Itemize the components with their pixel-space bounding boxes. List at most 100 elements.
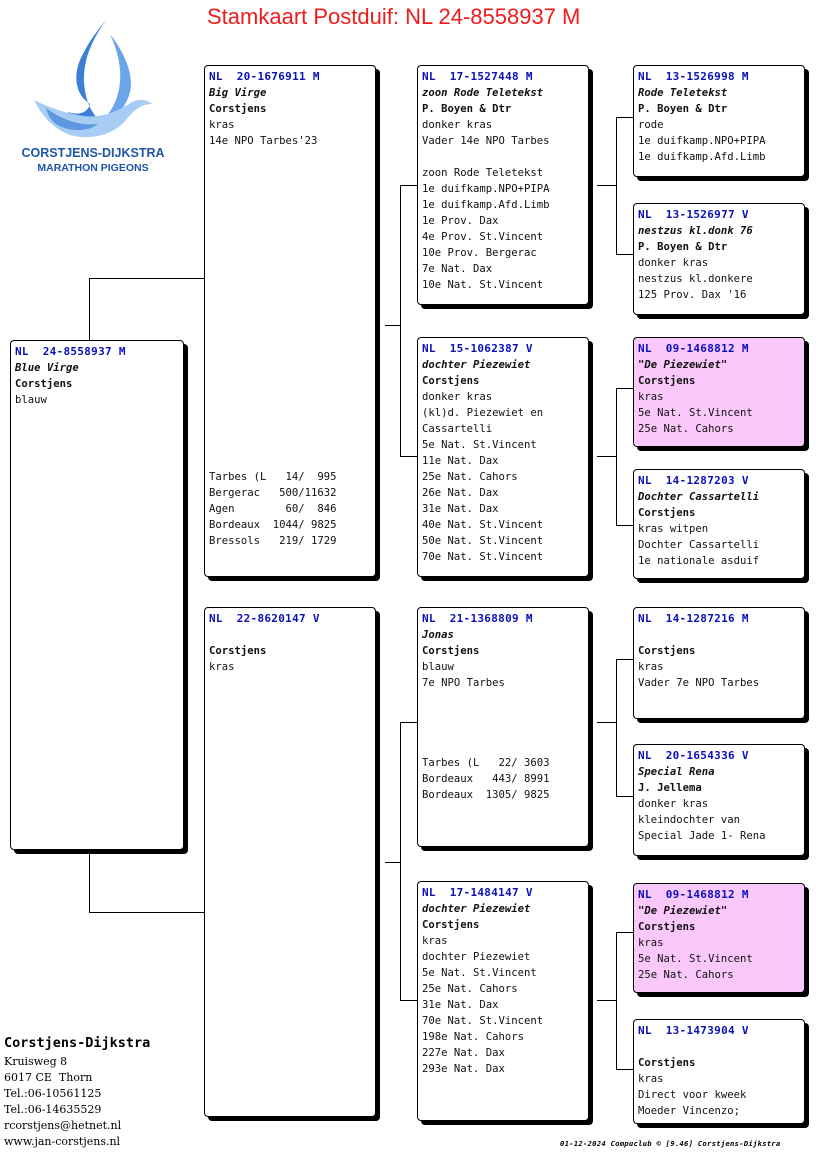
connector-mother-stub bbox=[385, 862, 401, 863]
ring-number: NL 17-1484147 V bbox=[422, 886, 533, 899]
info-line: Dochter Cassartelli bbox=[638, 539, 760, 551]
connector-father-trunk bbox=[400, 185, 401, 456]
result-line: Tarbes (L 22/ 3603 bbox=[422, 757, 550, 769]
connector-ff bbox=[400, 185, 417, 186]
info-line: donker kras bbox=[638, 257, 709, 269]
info-line: kras bbox=[638, 937, 664, 949]
info-line: 1e duifkamp.NPO+PIPA bbox=[422, 183, 550, 195]
info-line: 1e nationale asduif bbox=[638, 555, 760, 567]
info-line: Moeder Vincenzo; bbox=[638, 1105, 741, 1117]
info-line: 10e Prov. Bergerac bbox=[422, 247, 537, 259]
connector-mm bbox=[400, 1000, 417, 1001]
pigeon-card-fm[interactable]: NL 15-1062387 V dochter Piezewiet Corstj… bbox=[417, 337, 589, 577]
info-line: 4e Prov. St.Vincent bbox=[422, 231, 544, 243]
result-line: Tarbes (L 14/ 995 bbox=[209, 471, 337, 483]
result-line: Bressols 219/ 1729 bbox=[209, 535, 337, 547]
pigeon-card-ff[interactable]: NL 17-1527448 M zoon Rode Teletekst P. B… bbox=[417, 65, 589, 305]
info-line: 25e Nat. Cahors bbox=[422, 471, 518, 483]
info-line: zoon Rode Teletekst bbox=[422, 167, 544, 179]
info-line: 25e Nat. Cahors bbox=[638, 969, 734, 981]
pigeon-card-fff[interactable]: NL 13-1526998 M Rode Teletekst P. Boyen … bbox=[633, 65, 805, 177]
owner-name: Corstjens-Dijkstra bbox=[4, 1035, 151, 1051]
info-line: kras bbox=[638, 1073, 664, 1085]
breeder-name: Corstjens bbox=[638, 375, 696, 387]
pigeon-name: Dochter Cassartelli bbox=[638, 491, 760, 503]
connector-father-stub bbox=[385, 325, 401, 326]
breeder-name: Corstjens bbox=[209, 103, 267, 115]
pigeon-name: Special Rena bbox=[638, 766, 715, 778]
breeder-name: Corstjens bbox=[422, 375, 480, 387]
pigeon-card-mother[interactable]: NL 22-8620147 V Corstjens kras bbox=[204, 607, 376, 1117]
logo: CORSTJENS-DIJKSTRA MARATHON PIGEONS bbox=[8, 16, 178, 176]
connector-mother-trunk bbox=[400, 722, 401, 1000]
pigeon-card-fmm[interactable]: NL 14-1287203 V Dochter Cassartelli Cors… bbox=[633, 469, 805, 579]
breeder-name: P. Boyen & Dtr bbox=[422, 103, 512, 115]
owner-email[interactable]: rcorstjens@hetnet.nl bbox=[4, 1119, 122, 1132]
pigeon-card-fmf[interactable]: NL 09-1468812 M "De Piezewiet" Corstjens… bbox=[633, 337, 805, 447]
pigeon-card-mmm[interactable]: NL 13-1473904 V Corstjens kras Direct vo… bbox=[633, 1019, 805, 1124]
connector-fmf bbox=[616, 388, 633, 389]
connector-to-father bbox=[89, 278, 204, 279]
pigeon-name: Blue Virge bbox=[15, 362, 79, 374]
ring-number: NL 17-1527448 M bbox=[422, 70, 533, 83]
ring-number: NL 13-1473904 V bbox=[638, 1024, 749, 1037]
breeder-name: Corstjens bbox=[638, 921, 696, 933]
info-line: 5e Nat. St.Vincent bbox=[638, 953, 753, 965]
pigeon-card-mmf[interactable]: NL 09-1468812 M "De Piezewiet" Corstjens… bbox=[633, 883, 805, 993]
results-block: Tarbes (L 22/ 3603 Bordeaux 443/ 8991 Bo… bbox=[422, 755, 550, 803]
ring-number: NL 15-1062387 V bbox=[422, 342, 533, 355]
info-line: 31e Nat. Dax bbox=[422, 503, 499, 515]
connector-fm bbox=[400, 456, 417, 457]
info-line: 125 Prov. Dax '16 bbox=[638, 289, 747, 301]
pigeon-card-mf[interactable]: NL 21-1368809 M Jonas Corstjens blauw 7e… bbox=[417, 607, 589, 847]
info-line: 1e duifkamp.NPO+PIPA bbox=[638, 135, 766, 147]
logo-subtitle: MARATHON PIGEONS bbox=[37, 162, 149, 174]
ring-number: NL 09-1468812 M bbox=[638, 342, 749, 355]
info-line: kras witpen bbox=[638, 523, 709, 535]
results-block: Tarbes (L 14/ 995 Bergerac 500/11632 Age… bbox=[209, 469, 337, 549]
pigeon-card-father[interactable]: NL 20-1676911 M Big Virge Corstjens kras… bbox=[204, 65, 376, 577]
pigeon-name bbox=[209, 627, 371, 643]
connector-mf bbox=[400, 722, 417, 723]
info-line: kras bbox=[638, 661, 664, 673]
owner-website[interactable]: www.jan-corstjens.nl bbox=[4, 1135, 121, 1148]
breeder-name: J. Jellema bbox=[638, 782, 702, 794]
logo-name: CORSTJENS-DIJKSTRA bbox=[21, 146, 165, 160]
ring-number: NL 24-8558937 M bbox=[15, 345, 126, 358]
info-line: kleindochter van bbox=[638, 814, 741, 826]
result-line: Bordeaux 443/ 8991 bbox=[422, 773, 550, 785]
info-line: 50e Nat. St.Vincent bbox=[422, 535, 544, 547]
ring-number: NL 13-1526998 M bbox=[638, 70, 749, 83]
connector-mmm bbox=[616, 1069, 633, 1070]
pigeon-card-mff[interactable]: NL 14-1287216 M Corstjens kras Vader 7e … bbox=[633, 607, 805, 719]
pigeon-name: Big Virge bbox=[209, 87, 267, 99]
info-line: 293e Nat. Dax bbox=[422, 1063, 505, 1075]
owner-address: Kruisweg 8 bbox=[4, 1055, 68, 1068]
dove-flame-logo-icon bbox=[34, 20, 152, 138]
info-line: 11e Nat. Dax bbox=[422, 455, 499, 467]
pigeon-name: "De Piezewiet" bbox=[638, 359, 728, 371]
connector-ffm bbox=[616, 254, 633, 255]
breeder-name: Corstjens bbox=[422, 645, 480, 657]
info-line: 7e Nat. Dax bbox=[422, 263, 493, 275]
pigeon-name: "De Piezewiet" bbox=[638, 905, 728, 917]
pigeon-card-ffm[interactable]: NL 13-1526977 V nestzus kl.donk 76 P. Bo… bbox=[633, 203, 805, 315]
breeder-name: Corstjens bbox=[209, 645, 267, 657]
ring-number: NL 20-1676911 M bbox=[209, 70, 320, 83]
info-line: nestzus kl.donkere bbox=[638, 273, 753, 285]
info-line: kras bbox=[209, 661, 235, 673]
pigeon-name: Rode Teletekst bbox=[638, 87, 728, 99]
pigeon-card-subject[interactable]: NL 24-8558937 M Blue Virge Corstjens bla… bbox=[10, 340, 184, 850]
info-line: 1e duifkamp.Afd.Limb bbox=[422, 199, 550, 211]
info-line: 40e Nat. St.Vincent bbox=[422, 519, 544, 531]
info-line: 198e Nat. Cahors bbox=[422, 1031, 525, 1043]
info-line: donker kras bbox=[638, 798, 709, 810]
info-line: donker kras bbox=[422, 391, 493, 403]
pigeon-card-mfm[interactable]: NL 20-1654336 V Special Rena J. Jellema … bbox=[633, 744, 805, 856]
pigeon-name: Jonas bbox=[422, 629, 454, 641]
page-title: Stamkaart Postduif: NL 24-8558937 M bbox=[207, 4, 581, 29]
info-line bbox=[422, 149, 584, 165]
info-line: 5e Nat. St.Vincent bbox=[422, 967, 537, 979]
connector-subject-trunk bbox=[89, 278, 90, 341]
pigeon-card-mm[interactable]: NL 17-1484147 V dochter Piezewiet Corstj… bbox=[417, 881, 589, 1121]
